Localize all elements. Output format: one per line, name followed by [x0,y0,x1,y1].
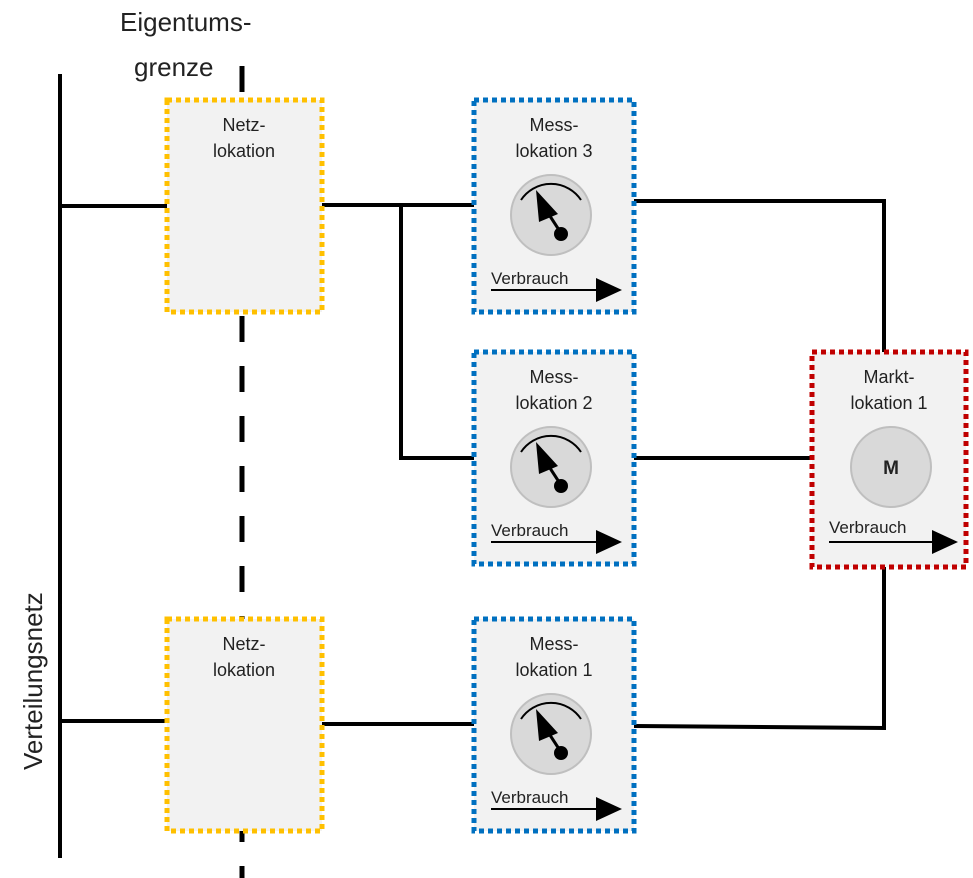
messlokation-label-line1: Mess- [530,115,579,135]
marktlokation-label-line1: Markt- [864,367,915,387]
marktlokation-box: Markt- lokation 1 M Verbrauch [809,349,969,570]
market-symbol-circle-icon [850,426,932,508]
messlokation-box: Mess- lokation 1 Verbrauch [471,616,637,834]
netzlokation-label-line1: Netz- [222,634,265,654]
netzlokation-frame [164,97,325,315]
consumption-arrow-head [596,530,622,554]
consumption-arrow-head [932,530,958,554]
line-mess-3-to-markt [634,199,886,352]
property-boundary-label-line2: grenze [134,52,214,82]
marktlokation-label-line2: lokation 1 [850,393,927,413]
meter-gauge-icon [510,426,592,508]
messlokation-box: Mess- lokation 3 Verbrauch [471,97,637,315]
consumption-arrow-head [596,278,622,302]
property-boundary-label-line1: Eigentums- [120,7,252,37]
netzlokation-box: Netz- lokation [164,97,325,315]
messlokation-box: Mess- lokation 2 Verbrauch [471,349,637,567]
market-symbol-letter: M [883,458,899,479]
messlokation-label-line2: lokation 1 [515,660,592,680]
line-branch-to-mess-2 [399,205,474,460]
netzlokation-label-line2: lokation [213,660,275,680]
consumption-arrow-head [596,797,622,821]
netzlokation-label-line2: lokation [213,141,275,161]
distribution-grid-label: Verteilungsnetz [18,592,48,770]
netzlokation-label-line1: Netz- [222,115,265,135]
consumption-label: Verbrauch [491,269,569,288]
consumption-label: Verbrauch [829,518,907,537]
consumption-label: Verbrauch [491,788,569,807]
messlokation-label-line1: Mess- [530,634,579,654]
messlokation-label-line2: lokation 3 [515,141,592,161]
meter-gauge-icon [510,174,592,256]
messlokation-label-line2: lokation 2 [515,393,592,413]
netzlokation-box: Netz- lokation [164,616,325,834]
messlokation-label-line1: Mess- [530,367,579,387]
meter-gauge-icon [510,693,592,775]
netzlokation-frame [164,616,325,834]
consumption-label: Verbrauch [491,521,569,540]
